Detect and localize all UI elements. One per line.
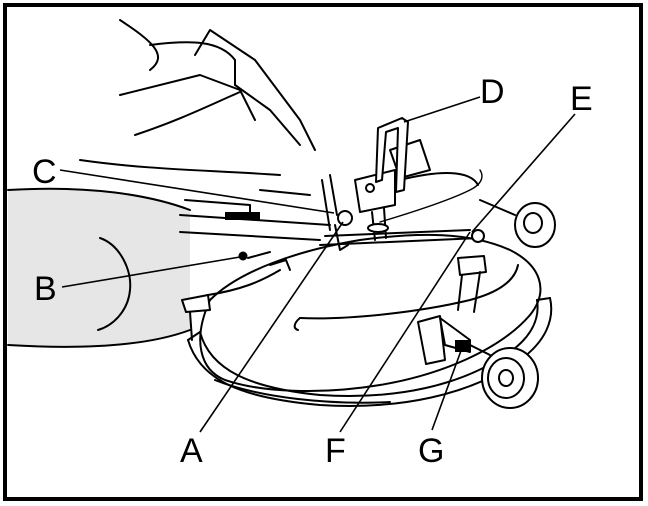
lift-linkage	[319, 139, 485, 251]
callout-label-d: D	[480, 73, 505, 111]
leader-line-e	[471, 113, 576, 233]
gauge-wheels	[469, 199, 556, 409]
leader-lines	[59, 96, 576, 433]
callout-label-b: B	[34, 270, 57, 308]
callout-label-g: G	[418, 432, 444, 470]
callout-label-c: C	[32, 153, 57, 191]
callout-label-f: F	[325, 432, 346, 470]
deck-brackets	[417, 255, 487, 365]
leader-line-c	[59, 169, 335, 214]
callout-label-a: A	[180, 432, 203, 470]
pivot-pins	[238, 251, 271, 261]
figure-border	[3, 3, 643, 501]
frame-rails	[179, 189, 331, 241]
leader-line-a	[199, 221, 344, 433]
leader-line-g	[431, 347, 463, 431]
tractor-body	[79, 19, 316, 176]
leader-line-b	[61, 256, 241, 288]
lift-handle	[375, 117, 409, 193]
callout-label-e: E	[570, 80, 593, 118]
leader-line-d	[403, 96, 481, 123]
leader-line-f	[339, 231, 471, 433]
tractor-rear-tire	[7, 187, 191, 348]
